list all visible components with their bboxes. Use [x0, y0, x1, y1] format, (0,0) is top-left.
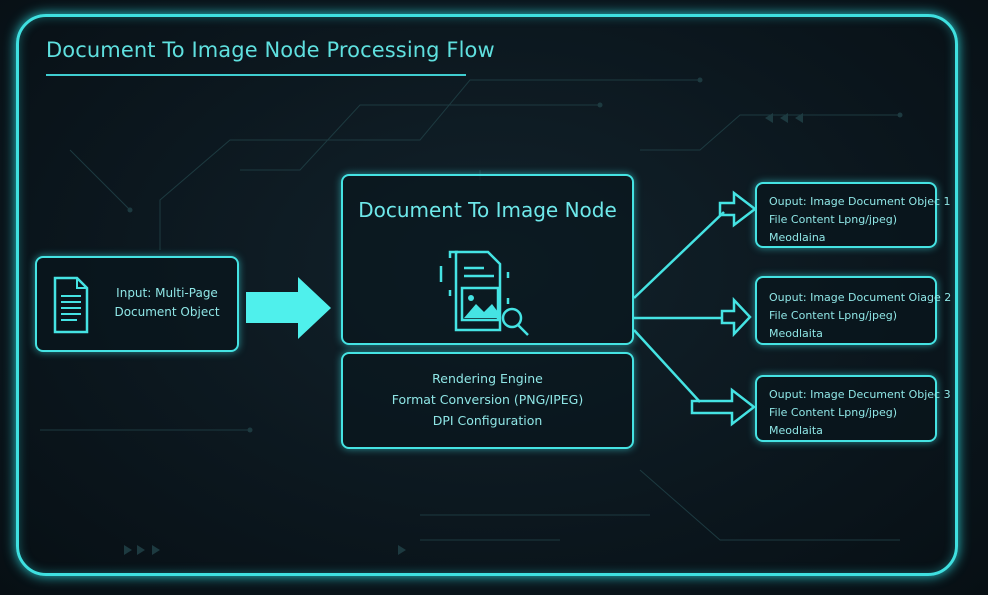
output-meta: Meodlaita — [769, 424, 823, 437]
page-title: Document To Image Node Processing Flow — [46, 38, 495, 62]
output-title: Ouput: Image Decument Objec 3 — [769, 388, 951, 401]
input-node[interactable]: Input: Multi-Page Document Object — [35, 256, 239, 352]
detail-dpi-configuration: DPI Configuration — [432, 413, 543, 428]
document-icon — [53, 276, 89, 334]
detail-rendering-engine: Rendering Engine — [432, 371, 543, 386]
input-label-line1: Input: Multi-Page — [116, 286, 218, 300]
output-arrow-1-icon — [718, 190, 758, 228]
output-arrow-3-icon — [690, 387, 757, 427]
output-content: File Content Lpng/jpeg) — [769, 406, 897, 419]
input-label-line2: Document Object — [114, 305, 220, 319]
output-meta: Meodlaina — [769, 231, 826, 244]
output-content: File Content Lpng/jpeg) — [769, 309, 897, 322]
output-node-2[interactable]: Ouput: Image Document Oiage 2 File Conte… — [755, 276, 951, 345]
output-content: File Content Lpng/jpeg) — [769, 213, 897, 226]
output-meta: Meodlaita — [769, 327, 823, 340]
output-title: Ouput: Image Document Objec 1 — [769, 195, 951, 208]
node-title: Document To Image Node — [358, 198, 617, 222]
output-node-3[interactable]: Ouput: Image Decument Objec 3 File Conte… — [755, 375, 951, 442]
output-title: Ouput: Image Document Oiage 2 — [769, 291, 952, 304]
detail-format-conversion: Format Conversion (PNG/IPEG) — [391, 392, 584, 407]
title-underline — [46, 74, 466, 76]
node-details-panel: Rendering Engine Format Conversion (PNG/… — [341, 352, 634, 449]
output-arrow-2-icon — [720, 296, 752, 338]
document-to-image-node[interactable]: Document To Image Node — [341, 174, 634, 345]
output-node-1[interactable]: Ouput: Image Document Objec 1 File Conte… — [755, 182, 951, 248]
document-image-search-icon — [439, 250, 529, 336]
input-arrow-icon — [246, 277, 331, 339]
outer-frame — [16, 14, 958, 576]
